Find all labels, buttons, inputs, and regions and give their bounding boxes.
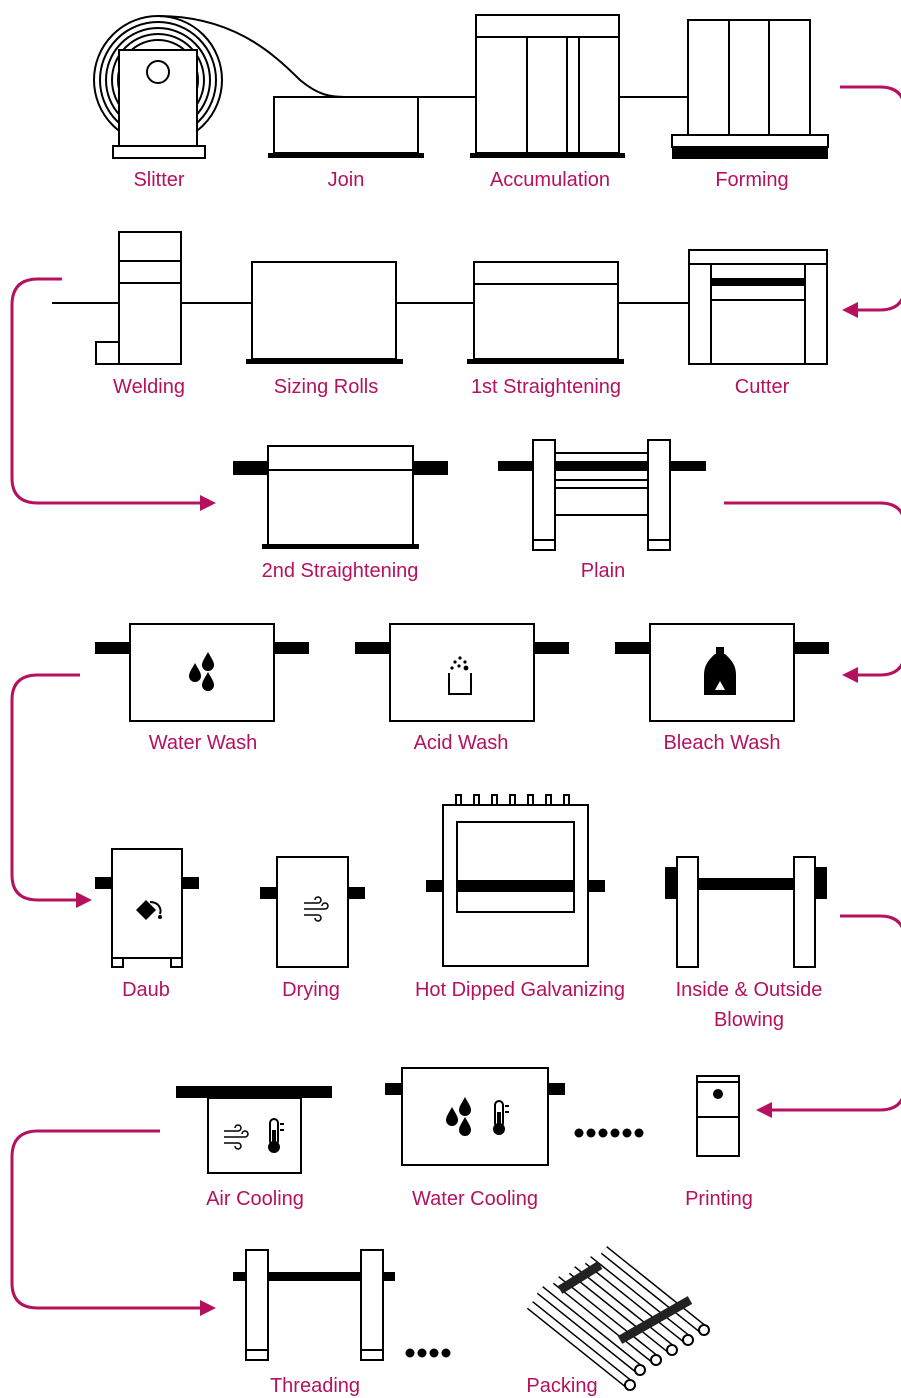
label-forming: Forming [715, 169, 788, 191]
label-packing: Packing [526, 1375, 597, 1397]
label-daub: Daub [122, 979, 170, 1001]
label-sizing-rolls: Sizing Rolls [274, 376, 378, 398]
label-bleach-wash: Bleach Wash [663, 732, 780, 754]
label-blowing-line2: Blowing [714, 1009, 784, 1031]
second-straightening-machine [233, 445, 448, 549]
label-water-cooling: Water Cooling [412, 1188, 538, 1210]
label-cutter: Cutter [735, 376, 790, 398]
label-acid-wash: Acid Wash [414, 732, 509, 754]
first-straightening-machine [467, 261, 689, 364]
label-drying: Drying [282, 979, 340, 1001]
bleach-bottle-icon [704, 647, 736, 695]
sizing-rolls-machine [246, 261, 474, 364]
paint-bucket-icon [136, 900, 162, 920]
slitter-machine [93, 15, 346, 159]
label-hot-dipped-galvanizing: Hot Dipped Galvanizing [415, 979, 625, 1001]
printing-machine [696, 1075, 740, 1157]
label-accumulation: Accumulation [490, 169, 610, 191]
forming-machine [671, 19, 829, 159]
label-air-cooling: Air Cooling [206, 1188, 304, 1210]
label-printing: Printing [685, 1188, 753, 1210]
threading-machine [233, 1249, 395, 1361]
ellipsis-dots [405, 1348, 451, 1358]
cutter-machine [688, 249, 828, 365]
drying-machine [260, 856, 365, 968]
acid-wash-tank [355, 623, 569, 722]
air-cooling-machine [176, 1086, 332, 1174]
wind-icon [224, 1124, 249, 1150]
daub-machine [95, 848, 199, 968]
label-welding: Welding [113, 376, 185, 398]
hot-dipped-galvanizing-machine [426, 794, 605, 967]
water-drops-icon [189, 652, 214, 691]
label-slitter: Slitter [133, 169, 184, 191]
join-machine [268, 96, 476, 158]
label-threading: Threading [270, 1375, 360, 1397]
bleach-wash-tank [615, 623, 829, 722]
water-cooling-tank [385, 1067, 565, 1166]
water-drops-icon [446, 1097, 471, 1136]
accumulation-machine [470, 14, 688, 158]
blowing-machine [665, 856, 827, 968]
label-second-straightening: 2nd Straightening [262, 560, 419, 582]
welding-machine [95, 231, 252, 365]
thermometer-icon [268, 1118, 284, 1153]
pipe-bundle-icon [526, 1246, 710, 1391]
acid-beaker-icon [448, 656, 472, 695]
plain-machine [498, 439, 706, 551]
label-water-wash: Water Wash [149, 732, 258, 754]
flow-arrows [10, 85, 901, 1316]
label-plain: Plain [581, 560, 625, 582]
thermometer-icon [493, 1100, 509, 1135]
label-blowing-line1: Inside & Outside [676, 979, 823, 1001]
label-first-straightening: 1st Straightening [471, 376, 621, 398]
ellipsis-dots [574, 1128, 644, 1138]
water-wash-tank [95, 623, 309, 722]
label-join: Join [328, 169, 365, 191]
wind-icon [304, 896, 329, 922]
